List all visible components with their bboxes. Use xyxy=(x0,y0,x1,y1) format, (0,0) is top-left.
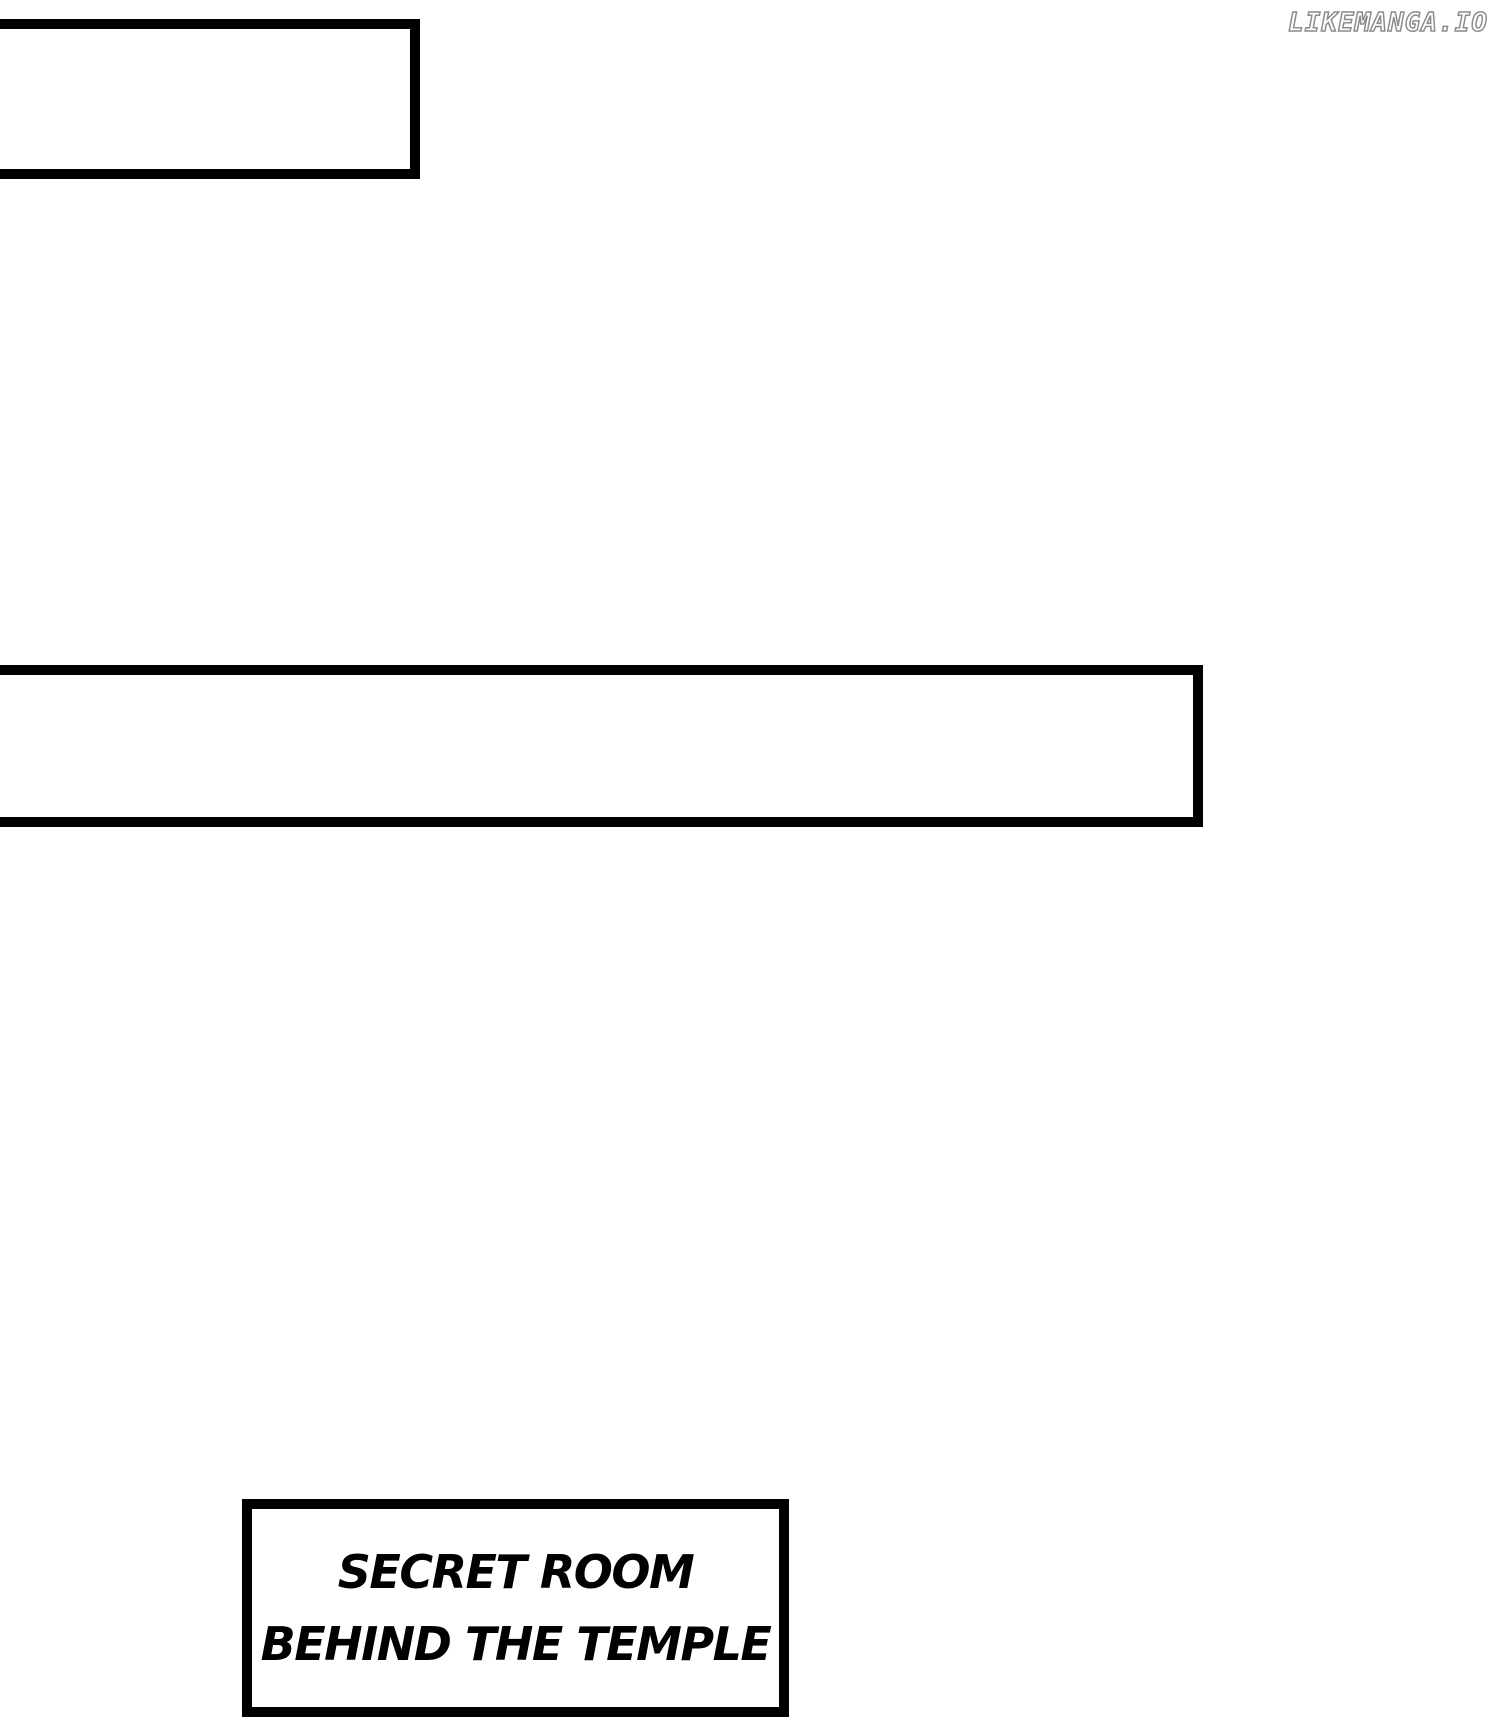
comic-panel-middle xyxy=(0,665,1203,827)
site-watermark: LIKEMANGA.IO xyxy=(1287,7,1488,39)
comic-panel-top xyxy=(0,19,420,179)
narration-caption-box: SECRET ROOM BEHIND THE TEMPLE xyxy=(242,1499,789,1717)
caption-line-2: BEHIND THE TEMPLE xyxy=(260,1617,772,1671)
caption-line-1: SECRET ROOM xyxy=(337,1545,695,1599)
